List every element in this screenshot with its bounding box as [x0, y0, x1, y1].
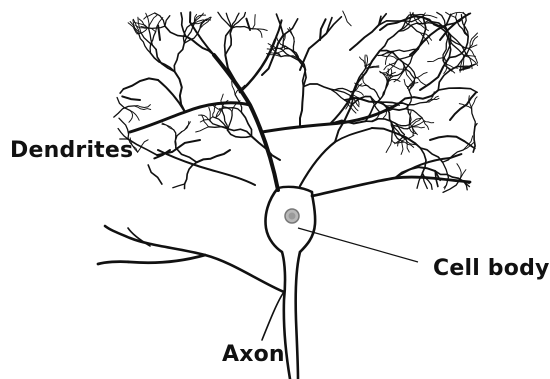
dendrite-branch — [386, 140, 392, 152]
dendrite-branch — [380, 82, 387, 99]
dendrite-branch — [165, 16, 170, 26]
dendrite-branch — [303, 84, 330, 89]
dendrite-branch — [252, 29, 262, 38]
dendrite-branch — [197, 150, 230, 162]
dendrite-branch — [401, 141, 403, 154]
dendrite-branch — [232, 13, 239, 28]
dendrite-branch — [252, 29, 267, 31]
dendrite-branch — [335, 109, 350, 142]
dendrite-branch — [450, 12, 466, 15]
dendrite-branch — [350, 25, 379, 50]
dendrite-branch — [460, 67, 470, 70]
dendrite-branch — [456, 13, 457, 17]
dendrite-branch — [457, 164, 461, 179]
dendrite-branch — [218, 12, 232, 28]
dendrite-branch — [422, 173, 427, 188]
dendrite-branch — [406, 92, 412, 109]
dendrite-branch — [430, 136, 464, 141]
dendrite-branch — [300, 87, 303, 126]
dendrite-branch — [252, 15, 255, 29]
dendrite-branch — [228, 112, 233, 131]
dendrite-branch — [472, 97, 478, 109]
dendritic-arbor-fine — [99, 0, 498, 196]
dendrite-branch — [150, 32, 156, 53]
dendrite-branch — [149, 15, 157, 28]
dendrite-branch — [389, 64, 405, 69]
dendrite-branch — [124, 78, 159, 89]
dendrite-branch — [416, 77, 427, 86]
axon-label: Axon — [222, 342, 285, 367]
cell-body-label: Cell body — [433, 256, 550, 281]
dendrite-branch — [343, 11, 352, 26]
dendrite-branch — [129, 110, 133, 122]
dendrite-branch — [144, 13, 155, 19]
dendrite-branch — [120, 89, 123, 93]
dendrite-branch — [173, 184, 185, 188]
dendrite-branch — [428, 58, 445, 62]
dendrite-branch — [174, 43, 184, 71]
dendrite-branch — [472, 109, 476, 127]
dendrite-branch — [182, 121, 189, 131]
dendrite-branch — [405, 49, 418, 69]
dendrite-branch — [148, 165, 162, 184]
dendrite-branch — [196, 127, 209, 132]
dendrite-branch — [417, 173, 422, 188]
dendrites-label: Dendrites — [10, 138, 133, 163]
dendrite-branch — [155, 13, 165, 26]
axon-collateral — [98, 226, 284, 340]
dendrite-branch — [241, 112, 251, 136]
cell-body-leader-line — [298, 228, 418, 262]
dendrite-branch — [406, 139, 410, 152]
dendrite-branch — [404, 79, 409, 92]
dendrite-branch — [175, 72, 185, 112]
dendrite-branch — [139, 34, 151, 53]
dendrite-branch — [151, 53, 175, 72]
dendrite-branch — [438, 88, 470, 90]
dendrite-branch — [122, 96, 140, 100]
dendrite-branch — [366, 119, 392, 122]
dendrite-branch — [380, 31, 399, 51]
dendrite-branch — [186, 36, 214, 55]
